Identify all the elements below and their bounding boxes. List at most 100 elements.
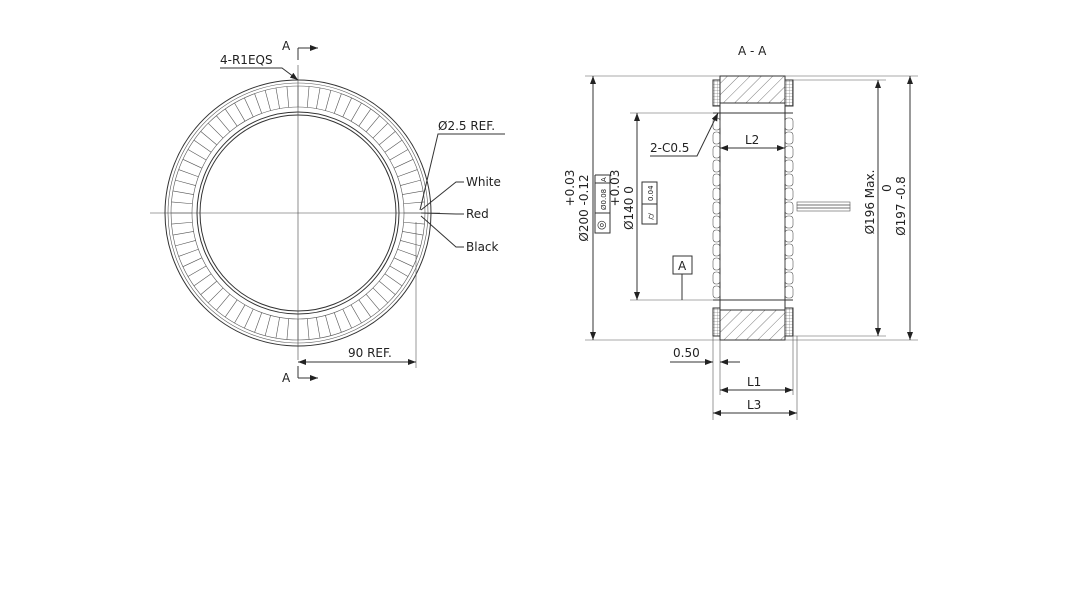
coil-turn: [712, 145, 721, 159]
coil-turn: [784, 145, 794, 159]
end-turn-coils: [712, 117, 794, 299]
stator-tooth: [244, 308, 254, 329]
stator-tooth: [306, 86, 310, 108]
stator-tooth: [172, 231, 194, 236]
stator-tooth: [358, 108, 372, 127]
coil-turn: [712, 257, 721, 271]
stator-tooth: [254, 93, 263, 114]
coil-turn: [784, 173, 794, 187]
stator-tooth: [234, 102, 246, 122]
winding-max-dimension: Ø196 Max.: [863, 170, 877, 235]
stator-tooth: [275, 317, 280, 339]
stator-tooth: [402, 231, 424, 236]
stator-tooth: [400, 179, 421, 186]
stator-tooth: [207, 122, 224, 139]
section-label-bottom: A: [282, 371, 291, 385]
stator-tooth: [264, 315, 271, 336]
stator-tooth: [216, 294, 231, 311]
centerlines: [150, 65, 440, 360]
coil-turn: [712, 131, 721, 145]
lead-red-label: Red: [466, 207, 489, 221]
lead-black-label: Black: [466, 240, 499, 254]
coaxiality-datum: A: [600, 177, 608, 182]
lead-ref-dimension: 90 REF.: [298, 222, 417, 368]
lead-ref-label: 90 REF.: [348, 346, 392, 360]
stator-tooth: [175, 179, 196, 186]
lead-white-label: White: [466, 175, 501, 189]
stator-tooth: [342, 308, 352, 329]
coil-turn: [712, 187, 721, 201]
stator-tooth: [193, 273, 212, 287]
stator-tooth: [402, 190, 424, 195]
section-mark-top: A: [282, 39, 318, 60]
stator-tooth: [379, 131, 396, 146]
coil-turn: [784, 257, 794, 271]
stator-tooth: [244, 97, 254, 118]
stack-od-upper-tol: 0: [880, 184, 894, 192]
core-bottom-section: [719, 309, 786, 341]
stator-tooth: [172, 190, 194, 195]
hole-note-callout: Ø2.5 REF.: [419, 119, 505, 211]
stator-tooth: [333, 93, 342, 114]
lead-callouts: White Red Black: [420, 175, 501, 254]
stator-tooth: [384, 273, 403, 287]
winding-bottom-left: [712, 307, 721, 337]
cylindricity-frame: ⌭ 0.04: [641, 181, 658, 225]
section-title: A - A: [738, 44, 767, 58]
winding-top-left: [712, 79, 721, 107]
stator-tooth: [224, 299, 238, 318]
coil-turn: [712, 229, 721, 243]
datum-a: A: [672, 255, 693, 300]
stator-tooth: [200, 280, 217, 295]
stator-tooth: [325, 315, 332, 336]
stator-tooth: [379, 280, 396, 295]
section-mark-bottom: A: [282, 366, 318, 385]
stator-tooth: [342, 97, 352, 118]
coil-turn: [784, 187, 794, 201]
id-dimension: Ø140 0: [622, 186, 636, 230]
stator-tooth: [397, 248, 418, 257]
l2-label: L2: [745, 133, 759, 147]
stator-tooth: [393, 159, 414, 169]
winding-bottom-right: [784, 307, 794, 337]
stator-tooth: [200, 131, 217, 146]
coil-turn: [712, 215, 721, 229]
datum-label: A: [678, 259, 687, 273]
stator-tooth: [403, 221, 425, 225]
core-top-section: [719, 75, 786, 104]
stator-tooth: [178, 248, 199, 257]
stator-tooth: [400, 240, 421, 247]
stator-tooth: [286, 86, 290, 108]
coil-turn: [784, 271, 794, 285]
coil-turn: [784, 159, 794, 173]
stator-tooth: [393, 257, 414, 267]
stack-od-dimension: Ø197 -0.8: [894, 176, 908, 236]
coil-turn: [784, 285, 794, 299]
od-dimension: Ø200 -0.12: [577, 174, 591, 241]
lead-wires: [796, 201, 851, 212]
stator-tooth: [187, 265, 207, 277]
stator-tooth: [207, 287, 224, 304]
stator-tooth: [178, 169, 199, 178]
coil-turn: [712, 159, 721, 173]
stator-tooth: [325, 90, 332, 111]
coil-turn: [712, 243, 721, 257]
coaxiality-icon: ◎: [597, 218, 607, 231]
stator-tooth: [350, 102, 362, 122]
stator-tooth: [358, 299, 372, 318]
coil-turn: [784, 229, 794, 243]
coil-turn: [784, 117, 794, 131]
front-view: A A 4-R1EQS Ø2.5 REF. White Red Black 90…: [150, 39, 505, 385]
od-upper-tol: +0.03: [563, 170, 577, 207]
stator-tooth: [187, 149, 207, 161]
stator-tooth: [182, 159, 203, 169]
stator-tooth: [372, 287, 389, 304]
l1-label: L1: [747, 375, 761, 389]
stator-tooth: [171, 201, 193, 205]
edge-note: 4-R1EQS: [220, 53, 273, 67]
coil-turn: [712, 173, 721, 187]
hole-note: Ø2.5 REF.: [438, 119, 495, 133]
stator-tooth: [216, 115, 231, 132]
coil-turn: [784, 215, 794, 229]
stator-tooth: [384, 139, 403, 153]
